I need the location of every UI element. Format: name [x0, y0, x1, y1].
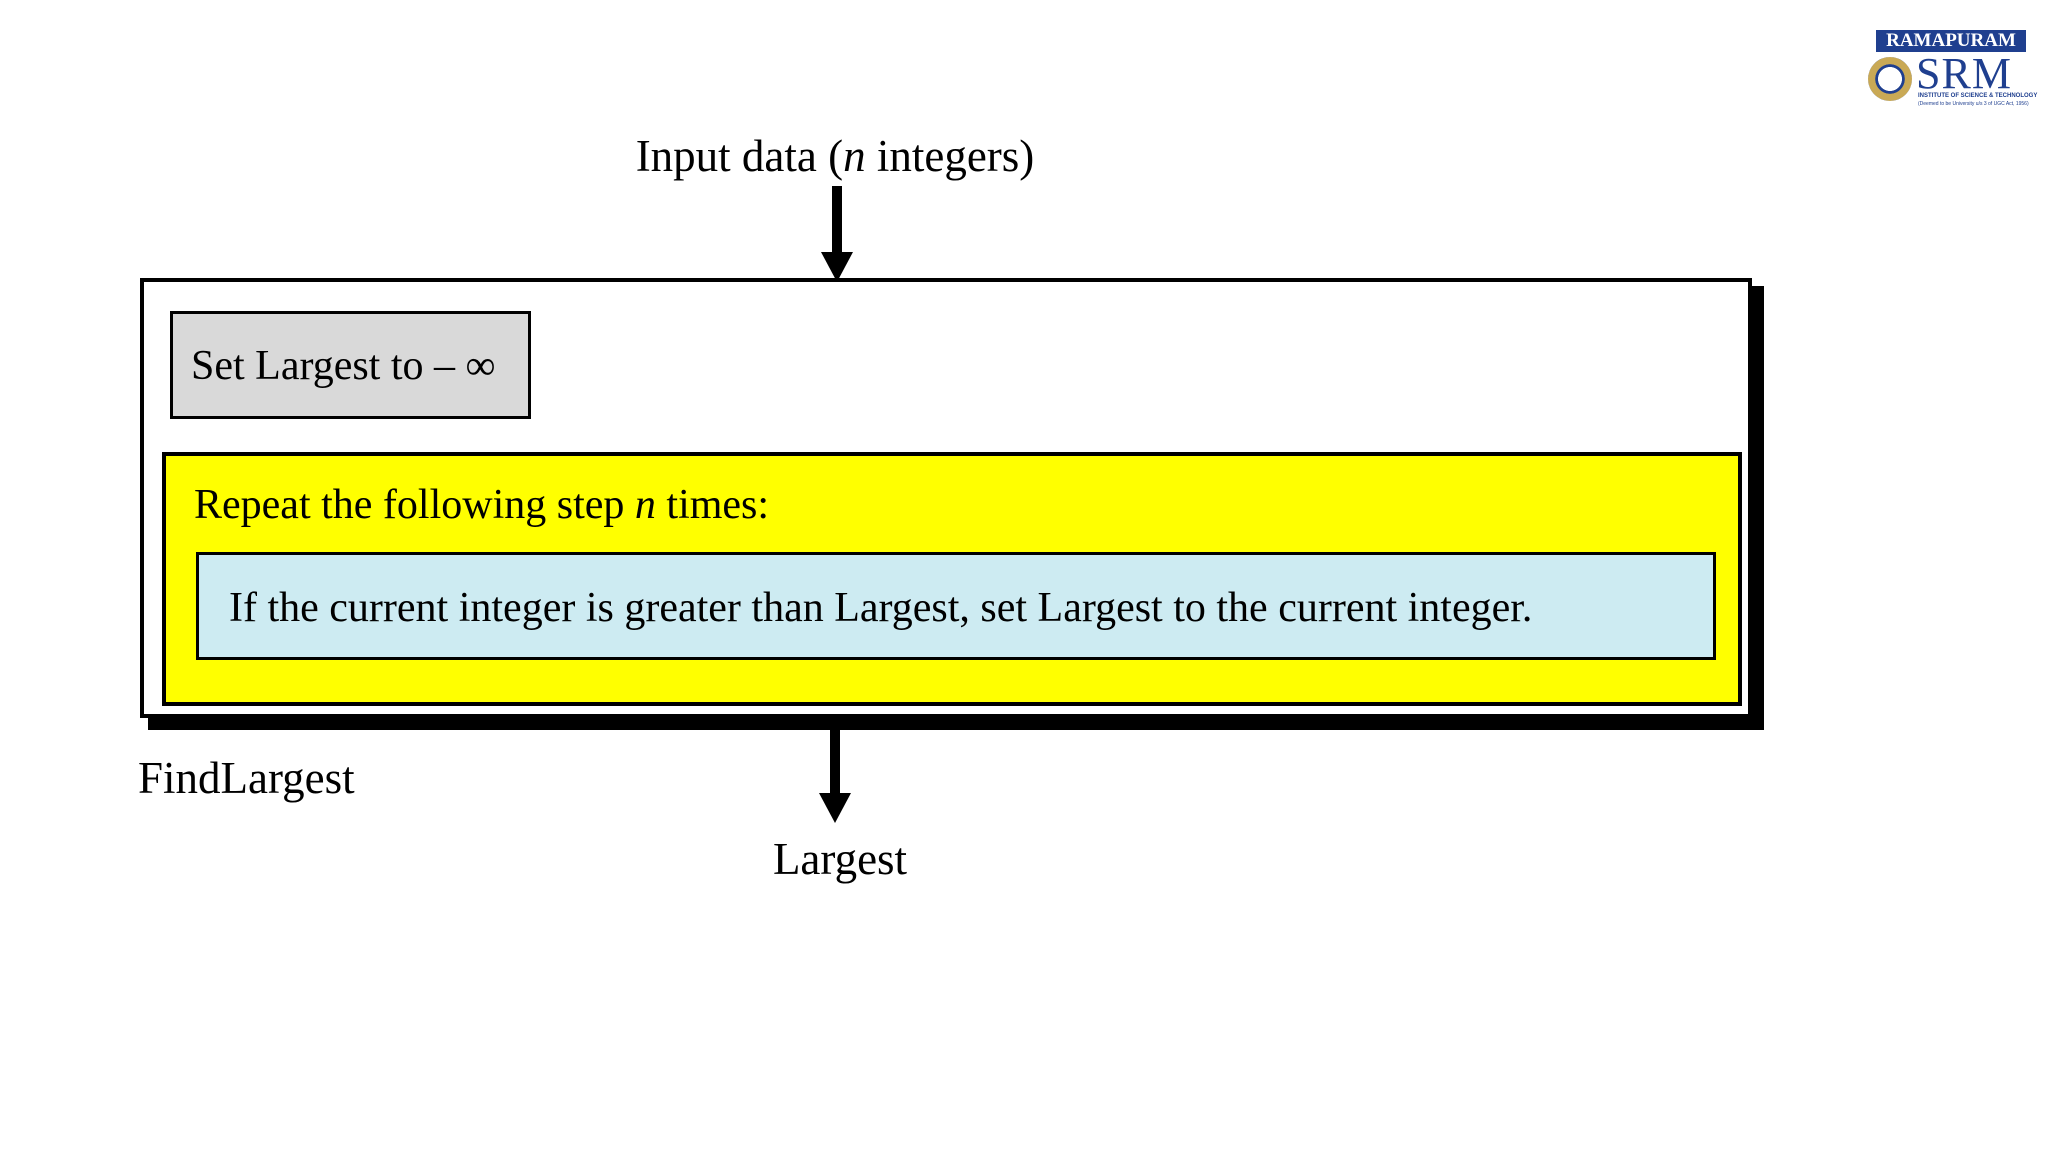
repeat-loop-box: Repeat the following step n times: If th… — [162, 452, 1742, 706]
module-name-label: FindLargest — [138, 753, 355, 803]
input-label-suffix: integers) — [865, 131, 1035, 181]
logo-name: SRM — [1916, 49, 2012, 98]
output-arrow-shaft — [830, 728, 840, 796]
input-arrow-shaft — [832, 186, 842, 256]
logo-banner: RAMAPURAM — [1876, 30, 2026, 52]
srm-logo: RAMAPURAM SRM INSTITUTE OF SCIENCE & TEC… — [1868, 30, 2038, 110]
input-label-variable: n — [843, 131, 866, 181]
input-label: Input data (n integers) — [625, 130, 1045, 182]
repeat-suffix: times: — [655, 482, 770, 528]
repeat-prefix: Repeat the following step — [194, 482, 635, 528]
output-label: Largest — [772, 834, 908, 884]
repeat-variable: n — [634, 482, 656, 528]
init-step-text: Set Largest to – ∞ — [191, 343, 496, 389]
repeat-loop-text: Repeat the following step n times: — [194, 480, 769, 530]
inner-step-text: If the current integer is greater than L… — [229, 585, 1533, 631]
init-step-box: Set Largest to – ∞ — [170, 311, 531, 419]
output-arrow-head — [819, 793, 851, 823]
logo-seal-icon — [1868, 57, 1912, 101]
input-label-prefix: Input data ( — [635, 131, 844, 181]
logo-subtitle: INSTITUTE OF SCIENCE & TECHNOLOGY — [1918, 93, 2038, 99]
input-arrow-head — [821, 252, 853, 282]
inner-step-box: If the current integer is greater than L… — [196, 552, 1716, 660]
logo-tagline: (Deemed to be University u/s 3 of UGC Ac… — [1918, 101, 2029, 107]
